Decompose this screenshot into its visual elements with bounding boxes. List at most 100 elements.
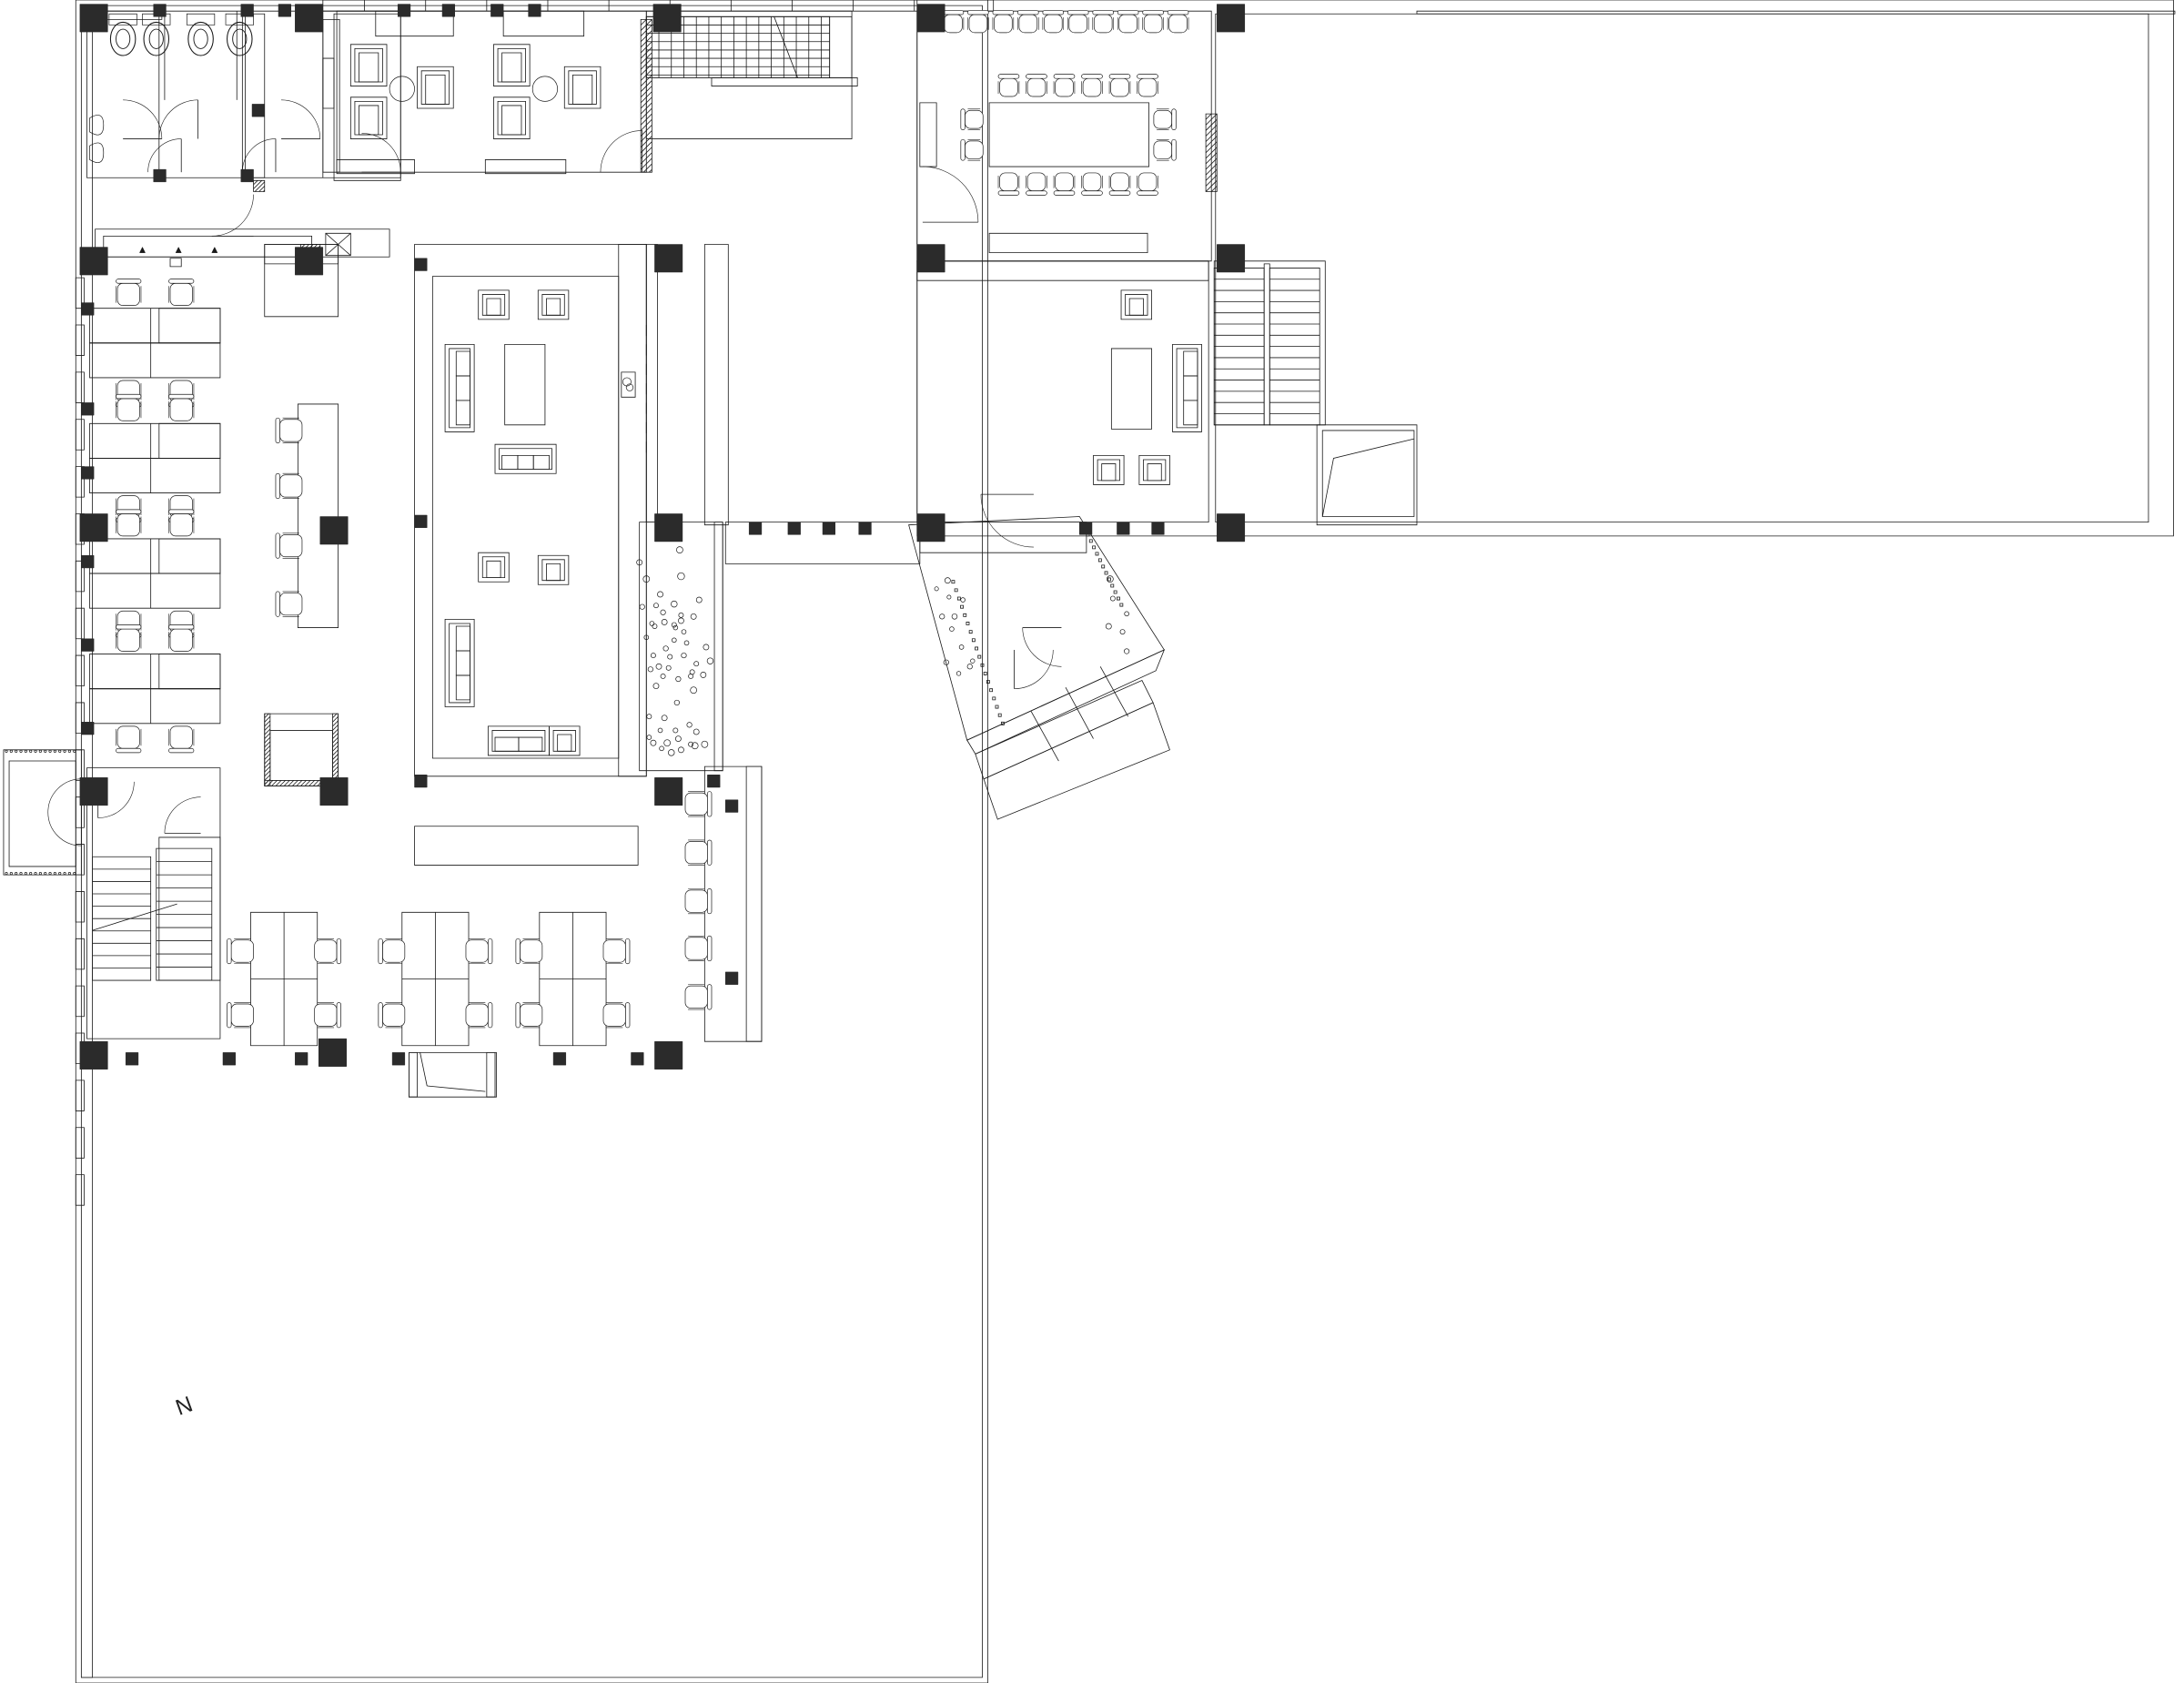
lounge-east-glazing [646,245,657,522]
chair-back [168,394,193,399]
structural-column [1079,522,1092,535]
chair [1043,10,1064,32]
door-arc [923,167,978,222]
structural-column [81,303,94,316]
armchair-frame [538,290,569,319]
structural-column [749,522,762,535]
armchair-inner [482,557,504,578]
armchair-cushion [1148,464,1161,481]
hatch-line [307,714,379,786]
chair [315,938,341,963]
chair-back [1054,75,1075,79]
corridor-door-swing [212,195,254,237]
chair-seat [280,534,302,556]
pebble-stone [1124,649,1128,654]
east-stair-flight [1214,268,1264,424]
hatch-line [1267,114,1344,191]
hatch-line [549,19,702,172]
pebble-stone [693,729,699,735]
hatch-line [268,714,339,786]
pebble-stone [676,547,682,553]
chair-back [1026,191,1047,196]
pavilion-door-swing [1023,628,1062,667]
armchair-frame [418,66,454,108]
chair-back [516,938,521,963]
mat-dot [5,872,7,874]
chair [685,936,712,960]
bottom-east-glazing [746,766,762,1041]
hatch-line [294,714,366,786]
chair-seat [520,940,541,962]
hatch-line [276,714,348,786]
structural-column [529,5,541,17]
structural-column [295,248,323,276]
pebble-stone [643,576,650,583]
hatch-line [1222,114,1299,191]
hatch-line [402,714,474,786]
chair-seat [603,940,625,962]
hatch-line [1184,114,1261,191]
workstation-desk [159,539,220,573]
pebble-stone [689,742,693,746]
hatch-line [292,780,298,786]
pipe-chase [245,14,264,177]
chair [516,938,542,963]
bollard-dot [996,705,998,708]
hatch-line [300,714,372,786]
chair [168,510,193,536]
hatch-line [292,714,364,786]
chair-back [1093,10,1114,15]
stair-core-inner [159,837,220,980]
mat-dot [59,872,61,874]
pavilion-divider [1031,711,1059,761]
chair-seat [994,15,1012,33]
sofa-cushion [456,675,470,700]
pebble-stone [662,715,667,721]
window-mullion [76,467,84,498]
mat-dot [64,872,66,874]
armchair-cushion [572,75,592,104]
armchair-cushion [546,299,560,315]
chair-seat [1069,15,1087,33]
pavilion-door-swing [981,494,1034,547]
chair [603,1002,630,1027]
chair [1082,75,1103,96]
stair-core-door-swing [165,797,201,834]
toilet-bowl [227,21,253,56]
pebble-stone [935,587,938,591]
hatch-line [217,714,289,786]
door-arc [981,494,1034,547]
chair [1093,10,1114,32]
north-label: N [173,1392,197,1420]
pebble-stone [1110,596,1115,601]
lounge-sofa [488,726,549,755]
pebble-stone [657,592,662,597]
door-arc [362,133,401,172]
chair [1109,75,1130,96]
structural-column [81,639,94,652]
door-arc [601,130,642,172]
chair-back [337,938,341,963]
hatch-line [263,714,335,786]
hatch-line [616,19,769,172]
chair-back [1082,75,1103,79]
pebble-stone [661,674,665,678]
pebble-stone [707,658,713,664]
pebble-stone [653,684,659,689]
chair [116,510,141,536]
armchair-inner [553,730,575,751]
workstation-desk [90,689,220,724]
restroom-block [86,11,400,177]
hatch-line [649,19,802,172]
door-arc [159,100,198,139]
mat-dot [5,750,7,752]
mat-dot [10,872,12,874]
structural-column [1117,522,1129,535]
hatch-line [1189,114,1267,191]
armchair-cushion [546,563,560,580]
chair-seat [1027,78,1046,96]
mat-dot [29,750,31,752]
pebble-stone [702,741,708,747]
mat-dot [49,872,51,874]
service-room-ramp [1322,439,1414,516]
